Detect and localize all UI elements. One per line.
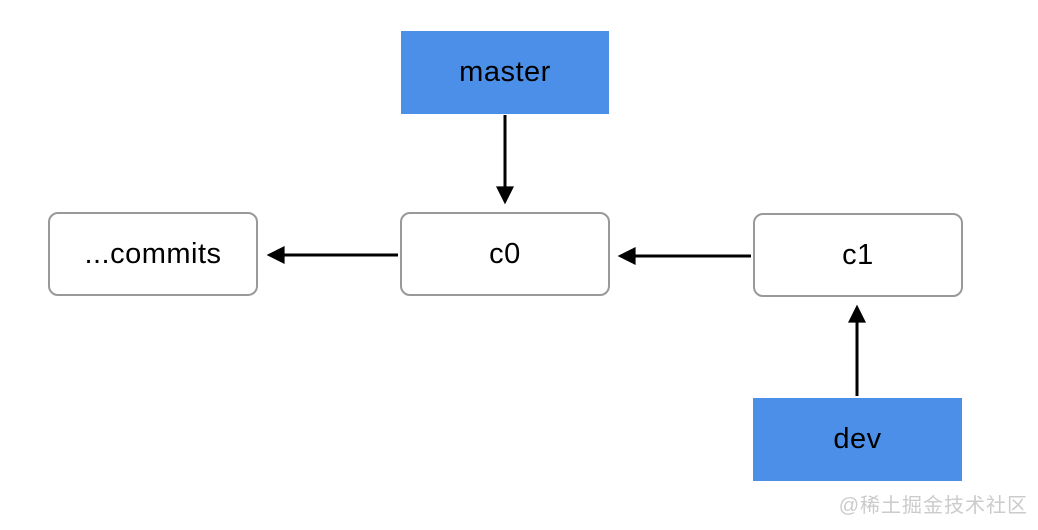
commit-node-c1: c1 <box>753 213 963 297</box>
branch-node-dev: dev <box>753 398 962 481</box>
commit-label-previous-commits: ...commits <box>84 237 222 270</box>
branch-label-master: master <box>459 56 551 88</box>
branch-label-dev: dev <box>833 423 882 455</box>
branch-node-master: master <box>401 31 609 114</box>
watermark-text: @稀土掘金技术社区 <box>838 495 1028 517</box>
commit-node-c0: c0 <box>400 212 610 296</box>
commit-node-previous-commits: ...commits <box>48 212 258 296</box>
commit-label-c0: c0 <box>489 237 521 270</box>
commit-label-c1: c1 <box>842 238 874 271</box>
